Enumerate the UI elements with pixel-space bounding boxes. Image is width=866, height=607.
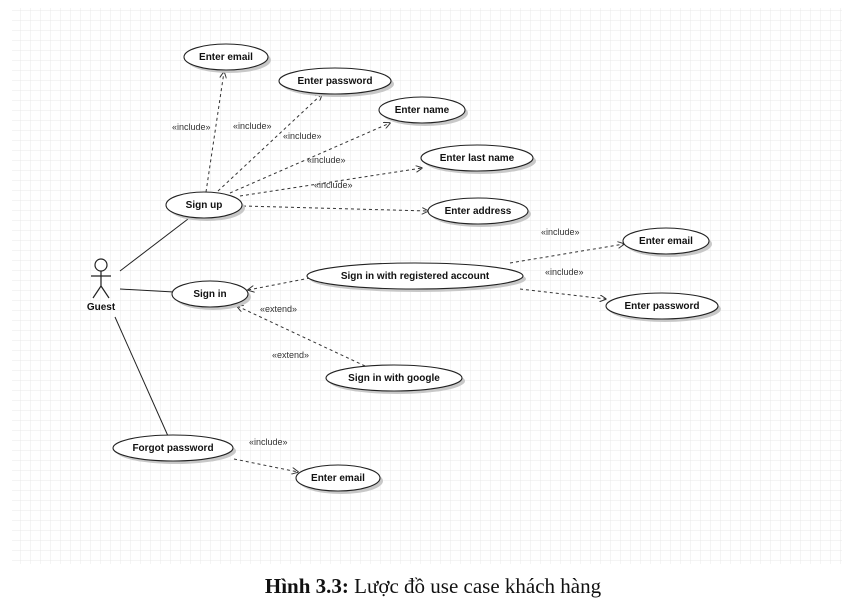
usecase-label: Enter last name: [440, 153, 515, 164]
usecase-sign-in-google[interactable]: Sign in with google: [325, 364, 465, 394]
include-registered-password: [519, 288, 606, 299]
association-guest-forgot: [114, 316, 169, 437]
stereotype-label: «include»: [283, 131, 322, 141]
usecase-label: Sign in with google: [348, 373, 440, 384]
actor-guest[interactable]: Guest: [87, 258, 116, 313]
caption-text: Lược đồ use case khách hàng: [348, 574, 602, 598]
include-forgot-email: [233, 458, 298, 472]
usecase-label: Enter name: [395, 105, 450, 116]
include-signup-address: [242, 205, 428, 211]
include-registered-email: [509, 244, 624, 264]
usecase-label: Enter email: [311, 473, 365, 484]
usecase-sign-up[interactable]: Sign up: [165, 191, 245, 221]
usecase-sign-in-registered[interactable]: Sign in with registered account: [306, 262, 526, 292]
include-signup-email: [205, 72, 224, 193]
usecase-sign-in[interactable]: Sign in: [171, 280, 251, 310]
stereotype-label: «include»: [545, 267, 584, 277]
usecase-label: Enter email: [199, 52, 253, 63]
stereotype-label: «include»: [233, 121, 272, 131]
include-signup-name: [229, 123, 390, 194]
usecase-label: Forgot password: [132, 443, 213, 454]
usecase-label: Sign in: [193, 289, 226, 300]
figure-caption: Hình 3.3: Lược đồ use case khách hàng: [0, 574, 866, 599]
use-case-diagram: Guest «include» «include» «include» «inc…: [12, 8, 842, 564]
stereotype-label: «include»: [314, 180, 353, 190]
stereotype-label: «extend»: [272, 350, 309, 360]
extend-registered-signin: [248, 277, 311, 290]
usecase-enter-email-signup[interactable]: Enter email: [183, 43, 271, 73]
stereotype-label: «include»: [541, 227, 580, 237]
stereotype-label: «include»: [249, 437, 288, 447]
usecase-forgot-password[interactable]: Forgot password: [112, 434, 236, 464]
association-guest-signin: [119, 288, 175, 293]
usecase-label: Enter password: [624, 301, 699, 312]
stereotype-label: «include»: [172, 122, 211, 132]
usecase-enter-password-signup[interactable]: Enter password: [278, 67, 394, 97]
usecase-enter-email-forgot[interactable]: Enter email: [295, 464, 383, 494]
association-guest-signup: [119, 218, 189, 272]
usecase-enter-email-signin[interactable]: Enter email: [622, 227, 712, 257]
include-signup-lastname: [239, 168, 422, 197]
usecase-label: Enter email: [639, 236, 693, 247]
usecase-enter-name[interactable]: Enter name: [378, 96, 468, 126]
usecase-enter-password-signin[interactable]: Enter password: [605, 292, 721, 322]
usecase-label: Enter address: [445, 206, 512, 217]
usecase-label: Sign up: [186, 200, 223, 211]
usecase-enter-address[interactable]: Enter address: [427, 197, 531, 227]
usecase-label: Sign in with registered account: [341, 271, 490, 282]
stereotype-label: «extend»: [260, 304, 297, 314]
usecase-enter-last-name[interactable]: Enter last name: [420, 144, 536, 174]
stereotype-label: «include»: [307, 155, 346, 165]
actor-label: Guest: [87, 302, 116, 313]
caption-number: Hình 3.3:: [264, 574, 349, 598]
usecase-label: Enter password: [297, 76, 372, 87]
